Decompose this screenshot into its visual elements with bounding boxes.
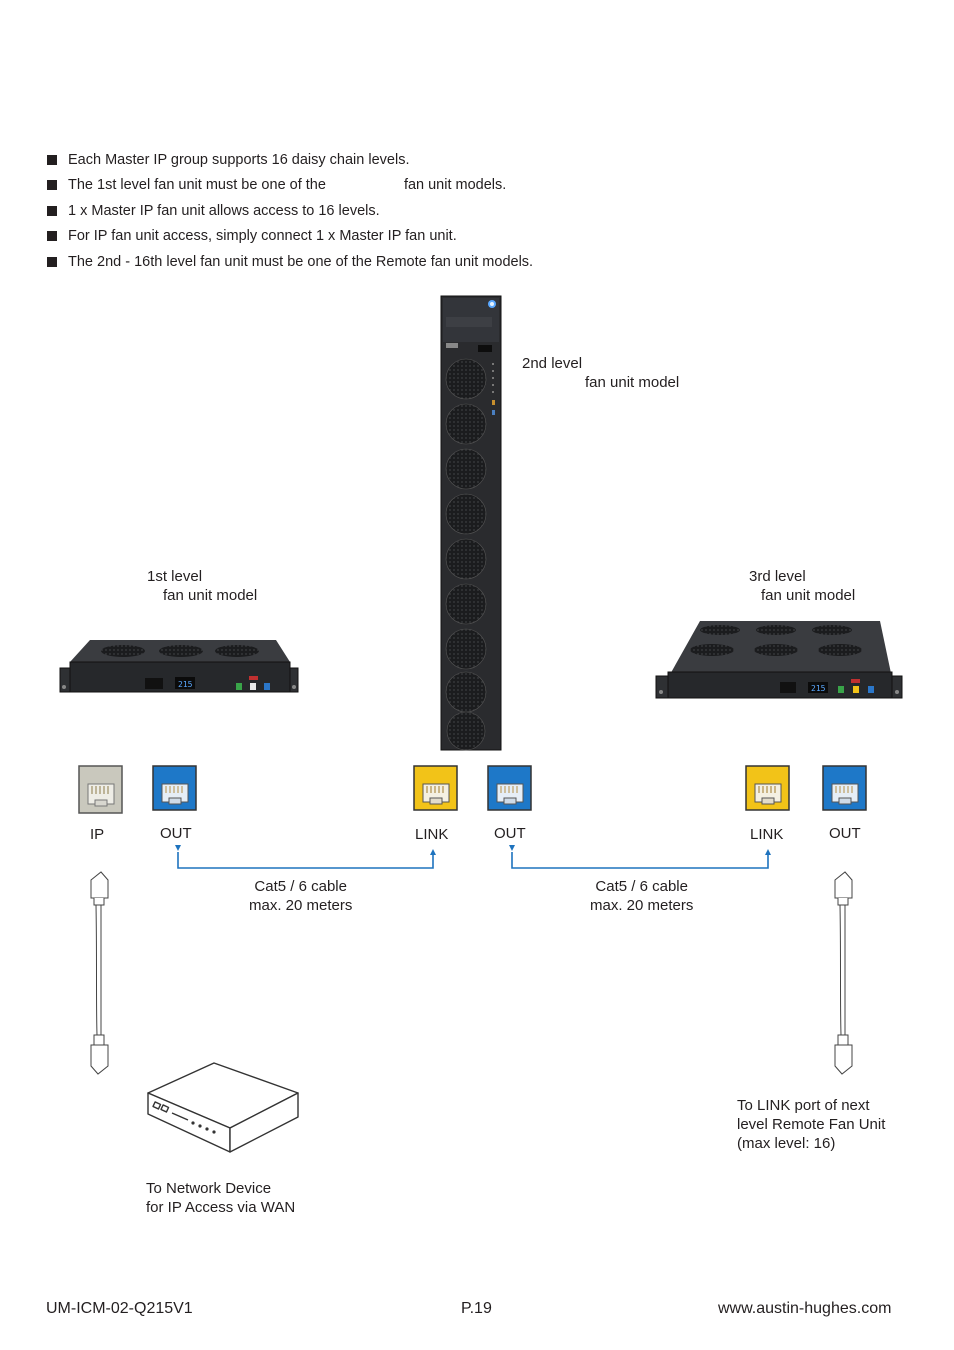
bullet-square-icon xyxy=(47,231,57,242)
level2-label: 2nd level fan unit model xyxy=(522,355,680,391)
out-port-icon xyxy=(152,765,197,811)
patch-cable-left-icon xyxy=(90,871,109,1075)
network-device-icon xyxy=(147,1062,299,1153)
bullet-list: Each Master IP group supports 16 daisy c… xyxy=(47,147,533,275)
page-number: P.19 xyxy=(461,1300,492,1317)
ip-port-icon xyxy=(78,765,123,814)
cable-connection-lines xyxy=(177,852,769,869)
cable-label: Cat5 / 6 cable max. 20 meters xyxy=(249,878,353,914)
link-port-icon xyxy=(745,765,790,811)
link-port-label: LINK xyxy=(750,826,784,843)
out-port-label: OUT xyxy=(160,825,192,842)
bullet-item: The 2nd - 16th level fan unit must be on… xyxy=(47,249,533,275)
ip-port-label: IP xyxy=(90,826,105,843)
rj45-port-icons xyxy=(78,765,867,814)
cable-arrow-icons xyxy=(175,845,771,855)
svg-text:215: 215 xyxy=(811,684,826,693)
bullet-square-icon xyxy=(47,205,57,216)
website-url: www.austin-hughes.com xyxy=(718,1300,892,1317)
bullet-item: For IP fan unit access, simply connect 1… xyxy=(47,224,533,250)
bullet-item: The 1st level fan unit must be one of th… xyxy=(47,173,533,199)
document-id: UM-ICM-02-Q215V1 xyxy=(46,1300,193,1317)
bullet-item: Each Master IP group supports 16 daisy c… xyxy=(47,147,533,173)
link-port-label: LINK xyxy=(415,826,449,843)
bullet-item: 1 x Master IP fan unit allows access to … xyxy=(47,198,533,224)
out-port-label: OUT xyxy=(494,825,526,842)
vertical-fan-unit xyxy=(440,295,502,751)
level1-label: 1st level fan unit model xyxy=(147,568,258,604)
link-port-icon xyxy=(413,765,458,811)
rack-fan-unit-3rd: 215 xyxy=(655,621,903,699)
cable-label: Cat5 / 6 cable max. 20 meters xyxy=(590,878,694,914)
svg-text:215: 215 xyxy=(178,680,193,689)
level3-label: 3rd level fan unit model xyxy=(749,568,856,604)
out-port-label: OUT xyxy=(829,825,861,842)
bullet-square-icon xyxy=(47,180,57,191)
bullet-square-icon xyxy=(47,256,57,267)
next-level-note: To LINK port of next level Remote Fan Un… xyxy=(737,1097,886,1152)
network-device-note: To Network Device for IP Access via WAN xyxy=(146,1180,296,1216)
patch-cable-right-icon xyxy=(834,871,853,1075)
rack-fan-unit-1st: 215 xyxy=(59,640,299,693)
out-port-icon xyxy=(822,765,867,811)
bullet-square-icon xyxy=(47,154,57,165)
out-port-icon xyxy=(487,765,532,811)
